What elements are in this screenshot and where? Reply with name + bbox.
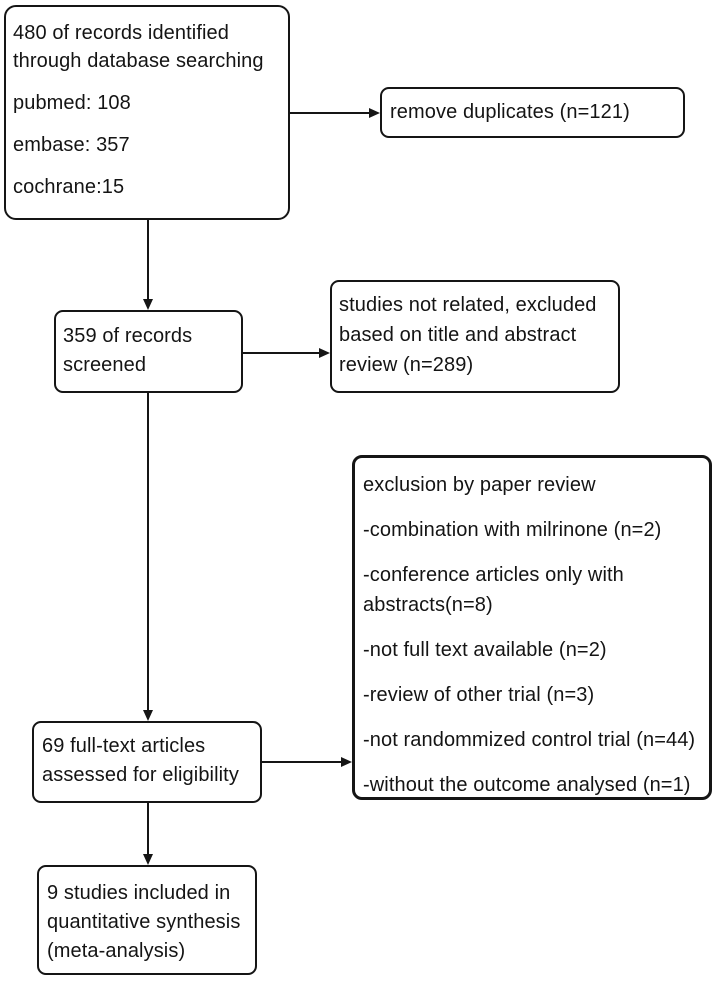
box-title-abstract-excluded: studies not related, excluded based on t… [330, 280, 620, 393]
box-records-screened: 359 of records screened [54, 310, 243, 393]
fulltext-eligibility-text: 69 full-text articles assessed for eligi… [42, 735, 239, 786]
title-abstract-excluded-text: studies not related, excluded based on t… [339, 294, 597, 376]
arrow-eligibility-to-paper-review-excluded [262, 757, 352, 767]
records-screened-text: 359 of records screened [63, 325, 193, 376]
exclusion-reason-no-outcome: -without the outcome analysed (n=1) [363, 774, 691, 796]
box-remove-duplicates: remove duplicates (n=121) [380, 87, 685, 138]
cochrane-count-text: cochrane:15 [13, 176, 125, 198]
arrow-eligibility-to-included [143, 803, 153, 865]
box-fulltext-eligibility: 69 full-text articles assessed for eligi… [32, 721, 262, 803]
embase-count-text: embase: 357 [13, 134, 130, 156]
arrow-screened-to-eligibility [143, 393, 153, 721]
exclusion-reason-not-rct: -not randommized control trial (n=44) [363, 729, 696, 751]
pubmed-count-text: pubmed: 108 [13, 92, 131, 114]
arrow-screened-to-title-abstract-excluded [243, 348, 330, 358]
paper-review-heading: exclusion by paper review [363, 474, 596, 496]
studies-included-text: 9 studies included in quantitative synth… [47, 882, 241, 962]
arrow-identified-to-screened [143, 220, 153, 310]
box-studies-included: 9 studies included in quantitative synth… [37, 865, 257, 975]
records-identified-text: 480 of records identified through databa… [13, 22, 264, 72]
exclusion-reason-conference-abstracts: -conference articles only with abstracts… [363, 564, 624, 616]
exclusion-reason-milrinone: -combination with milrinone (n=2) [363, 519, 662, 541]
arrow-identified-to-duplicates [290, 108, 380, 118]
remove-duplicates-text: remove duplicates (n=121) [390, 101, 630, 123]
exclusion-reason-no-full-text: -not full text available (n=2) [363, 639, 607, 661]
exclusion-reason-review-of-trial: -review of other trial (n=3) [363, 684, 595, 706]
box-paper-review-exclusions: exclusion by paper review -combination w… [352, 455, 712, 800]
box-records-identified: 480 of records identified through databa… [4, 5, 290, 220]
